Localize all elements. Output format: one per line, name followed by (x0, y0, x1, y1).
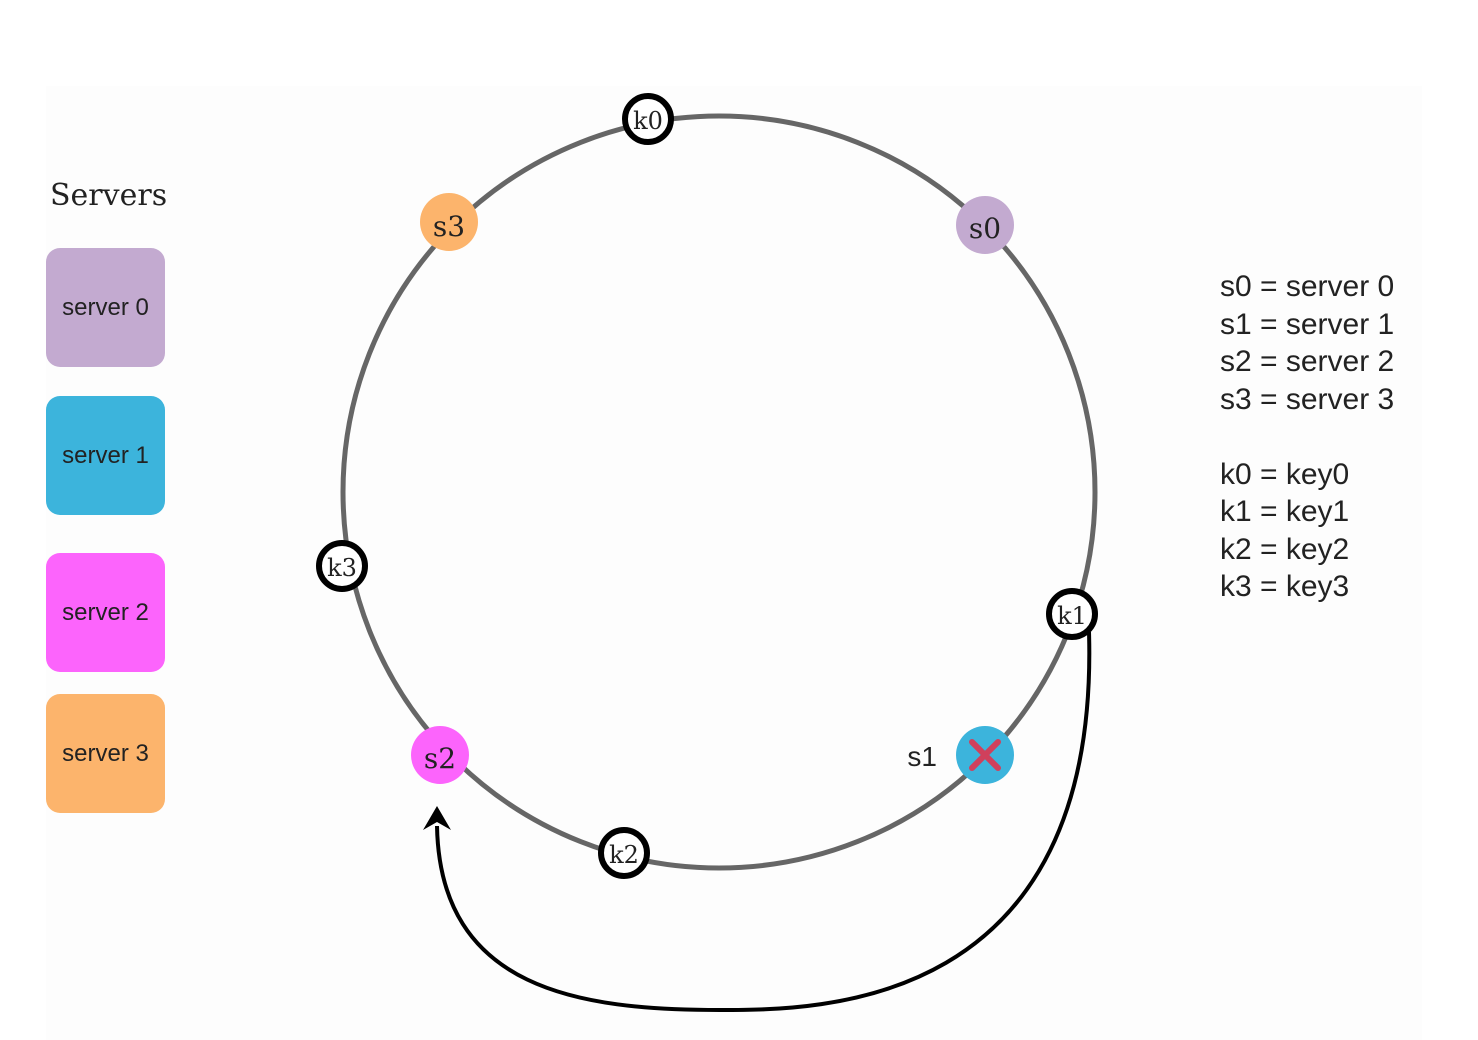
key-node-k1-label: k1 (1057, 602, 1087, 630)
server-2-box: server 2 (46, 553, 165, 672)
notation-s2: s2 = server 2 (1220, 345, 1395, 378)
server-node-s2: s2 (411, 726, 469, 784)
server-3-box: server 3 (46, 694, 165, 813)
legend-title: Servers (50, 178, 168, 213)
key-node-k1: k1 (1046, 588, 1098, 640)
key-node-k3: k3 (316, 540, 368, 592)
hash-ring (340, 113, 1098, 871)
server-node-s0-label: s0 (969, 212, 1001, 245)
key-node-k2-label: k2 (609, 841, 639, 869)
key-node-k2: k2 (598, 827, 650, 879)
diagram-canvas (46, 86, 1422, 1040)
notation-s3: s3 = server 3 (1220, 382, 1395, 416)
notation-k0: k0 = key0 (1220, 457, 1350, 491)
server-node-s0: s0 (956, 196, 1014, 254)
key-node-k0-label: k0 (633, 107, 663, 135)
server-1-box: server 1 (46, 396, 165, 515)
notation-k3: k3 = key3 (1220, 570, 1350, 603)
reassignment-arrow (435, 631, 1092, 1013)
server-node-s3: s3 (420, 193, 478, 251)
notation-s1: s1 = server 1 (1220, 307, 1395, 341)
key-node-k0: k0 (622, 93, 674, 145)
server-node-s2-label: s2 (424, 742, 456, 775)
notation-spacer (1220, 418, 1394, 456)
notation-k1: k1 = key1 (1220, 495, 1350, 528)
key-node-k3-label: k3 (327, 554, 357, 582)
server-0-box: server 0 (46, 248, 165, 367)
arrow-head-icon (423, 806, 451, 830)
server-node-s1-label: s1 (907, 741, 937, 772)
notation-k2: k2 = key2 (1220, 532, 1350, 566)
removed-cross-icon (969, 739, 1001, 771)
server-node-s3-label: s3 (433, 210, 465, 243)
notation-legend: s0 = server 0 s1 = server 1 s2 = server … (1220, 268, 1394, 606)
server-node-s1: s1 (907, 726, 1014, 784)
notation-s0: s0 = server 0 (1220, 270, 1395, 303)
